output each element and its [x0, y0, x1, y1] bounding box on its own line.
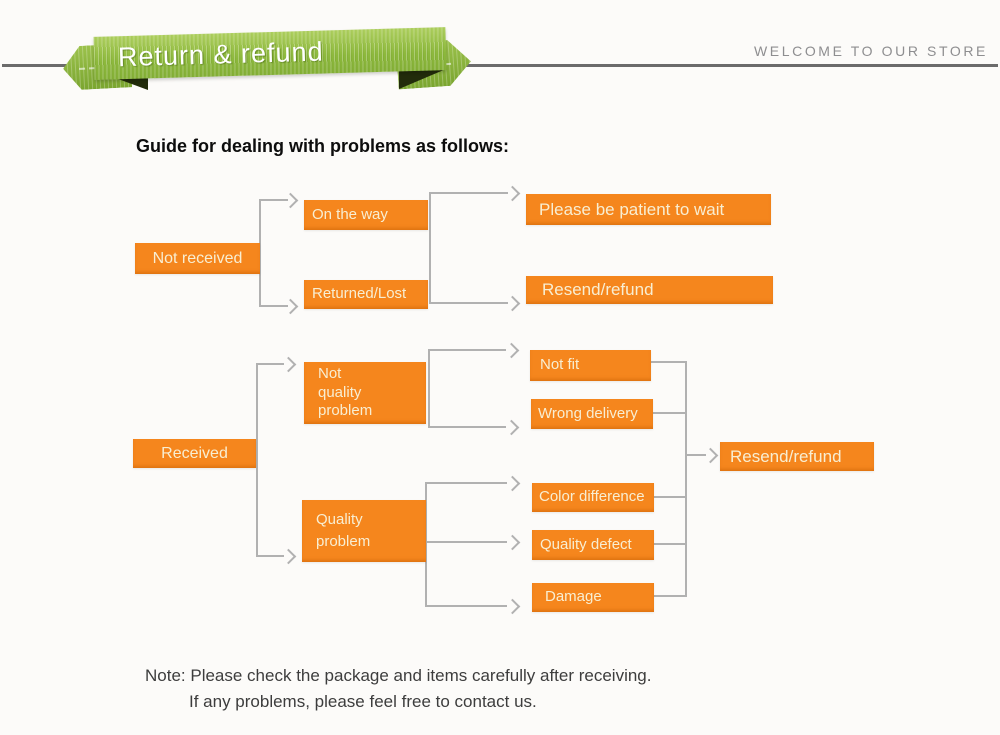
flow-box-wrong-delivery: Wrong delivery — [531, 399, 653, 429]
connector-line — [685, 361, 687, 597]
flow-box-on-the-way: On the way — [304, 200, 428, 230]
connector-line — [651, 361, 685, 363]
connector-line — [685, 454, 706, 456]
connector-line — [259, 305, 288, 307]
arrowhead-icon — [504, 475, 521, 492]
connector-line — [425, 482, 427, 607]
connector-line — [429, 302, 508, 304]
flow-box-returned-lost: Returned/Lost — [304, 280, 428, 309]
connector-line — [256, 363, 284, 365]
arrowhead-icon — [504, 598, 521, 615]
arrowhead-icon — [280, 548, 297, 565]
flow-box-not-received: Not received — [135, 243, 260, 274]
connector-line — [428, 349, 430, 428]
connector-line — [654, 496, 685, 498]
connector-line — [259, 199, 288, 201]
arrowhead-icon — [702, 447, 719, 464]
guide-heading: Guide for dealing with problems as follo… — [136, 136, 510, 156]
flow-box-received: Received — [133, 439, 256, 468]
connector-line — [429, 192, 431, 304]
connector-line — [654, 595, 685, 597]
flow-box-resend-refund-final: Resend/refund — [720, 442, 874, 471]
connector-line — [425, 541, 507, 543]
arrowhead-icon — [504, 185, 521, 202]
arrowhead-icon — [504, 534, 521, 551]
flow-box-quality-defect: Quality defect — [532, 530, 654, 560]
connector-line — [654, 543, 685, 545]
connector-line — [425, 605, 507, 607]
connector-line — [256, 555, 284, 557]
connector-line — [428, 426, 506, 428]
arrowhead-icon — [503, 419, 520, 436]
arrowhead-icon — [503, 342, 520, 359]
flow-box-color-difference: Color difference — [532, 483, 654, 512]
ribbon-banner: Return & refund — [0, 0, 500, 110]
arrowhead-icon — [504, 295, 521, 312]
flow-box-resend-refund-top: Resend/refund — [526, 276, 773, 304]
connector-line — [425, 482, 507, 484]
flow-box-quality-problem: Quality problem — [302, 500, 426, 562]
arrowhead-icon — [280, 356, 297, 373]
header-divider — [2, 64, 998, 67]
flow-box-not-fit: Not fit — [530, 350, 651, 381]
welcome-text: WELCOME TO OUR STORE — [753, 43, 988, 59]
arrowhead-icon — [282, 298, 299, 315]
flow-box-not-quality-problem: Not quality problem — [304, 362, 426, 424]
connector-line — [428, 349, 506, 351]
note-line-2: If any problems, please feel free to con… — [189, 692, 537, 711]
flow-box-please-wait: Please be patient to wait — [526, 194, 771, 225]
flow-box-damage: Damage — [532, 583, 654, 612]
connector-line — [259, 199, 261, 307]
arrowhead-icon — [282, 192, 299, 209]
connector-line — [653, 412, 685, 414]
connector-line — [256, 363, 258, 557]
note-line-1: Note: Please check the package and items… — [145, 666, 652, 685]
connector-line — [429, 192, 508, 194]
page-title: Return & refund — [93, 27, 447, 80]
